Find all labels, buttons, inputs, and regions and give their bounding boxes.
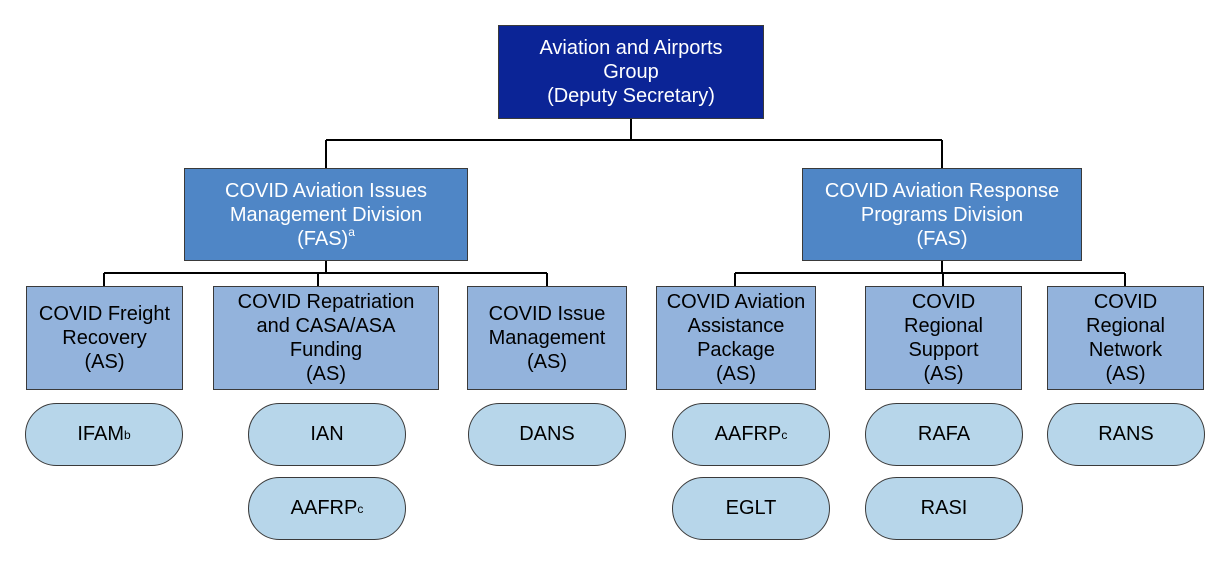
branch-1-line-2: Recovery <box>62 327 147 349</box>
program-rasi-label: RASI <box>920 497 968 519</box>
division-1-line-2: Management Division <box>229 203 423 226</box>
division-issues-management: COVID Aviation Issues Management Divisio… <box>184 168 468 261</box>
branch-regional-support: COVID Regional Support (AS) <box>865 286 1022 390</box>
footnote-a: a <box>348 224 355 239</box>
branch-6-line-3: Network <box>1088 339 1163 361</box>
top-line-1: Aviation and Airports <box>539 37 723 59</box>
program-ian: IAN <box>248 403 406 466</box>
program-eglt-label: EGLT <box>725 497 777 519</box>
branch-2-line-1: COVID Repatriation <box>237 291 415 313</box>
program-rasi: RASI <box>865 477 1023 540</box>
program-dans-label: DANS <box>519 423 575 445</box>
division-1-line-1: COVID Aviation Issues <box>225 179 427 202</box>
branch-6-line-4: (AS) <box>1105 363 1146 385</box>
branch-2-line-3: Funding <box>289 339 363 361</box>
division-1-fas: (FAS) <box>297 227 349 250</box>
program-rans-label: RANS <box>1098 423 1154 445</box>
branch-5-line-3: Support <box>908 339 979 361</box>
division-2-line-3: (FAS) <box>916 227 968 250</box>
program-ifam-label: IFAM <box>77 423 124 445</box>
top-line-2: Group <box>603 61 659 83</box>
program-rans: RANS <box>1047 403 1205 466</box>
branch-2-line-4: (AS) <box>306 363 346 385</box>
program-ian-label: IAN <box>310 423 344 445</box>
program-aafrp-right-label: AAFRP <box>714 423 782 445</box>
program-dans: DANS <box>468 403 626 466</box>
branch-5-line-4: (AS) <box>923 363 964 385</box>
branch-6-line-1: COVID <box>1093 291 1158 313</box>
branch-1-line-1: COVID Freight <box>38 303 171 325</box>
branch-2-line-2: and CASA/ASA <box>256 315 396 337</box>
branch-issue-management: COVID Issue Management (AS) <box>467 286 627 390</box>
branch-5-line-2: Regional <box>904 315 983 337</box>
program-aafrp-left-label: AAFRP <box>290 497 358 519</box>
division-response-programs: COVID Aviation Response Programs Divisio… <box>802 168 1082 261</box>
division-2-line-1: COVID Aviation Response <box>824 179 1060 202</box>
top-line-3: (Deputy Secretary) <box>547 85 715 107</box>
branch-5-line-1: COVID <box>911 291 976 313</box>
aviation-airports-group-box: Aviation and Airports Group (Deputy Secr… <box>498 25 764 119</box>
branch-3-line-1: COVID Issue <box>488 303 606 325</box>
branch-3-line-2: Management <box>488 327 606 349</box>
branch-6-line-2: Regional <box>1086 315 1165 337</box>
program-eglt: EGLT <box>672 477 830 540</box>
division-1-line-3: (FAS)a <box>297 224 355 251</box>
branch-4-line-4: (AS) <box>716 363 756 385</box>
division-2-line-2: Programs Division <box>860 203 1024 226</box>
branch-freight-recovery: COVID Freight Recovery (AS) <box>26 286 183 390</box>
branch-3-line-3: (AS) <box>527 351 567 373</box>
branch-4-line-1: COVID Aviation <box>666 291 806 313</box>
branch-regional-network: COVID Regional Network (AS) <box>1047 286 1204 390</box>
branch-4-line-2: Assistance <box>687 315 785 337</box>
program-rafa: RAFA <box>865 403 1023 466</box>
branch-4-line-3: Package <box>697 339 775 361</box>
program-rafa-label: RAFA <box>917 423 971 445</box>
branch-repatriation-funding: COVID Repatriation and CASA/ASA Funding … <box>213 286 439 390</box>
branch-1-line-3: (AS) <box>84 351 125 373</box>
branch-assistance-package: COVID Aviation Assistance Package (AS) <box>656 286 816 390</box>
